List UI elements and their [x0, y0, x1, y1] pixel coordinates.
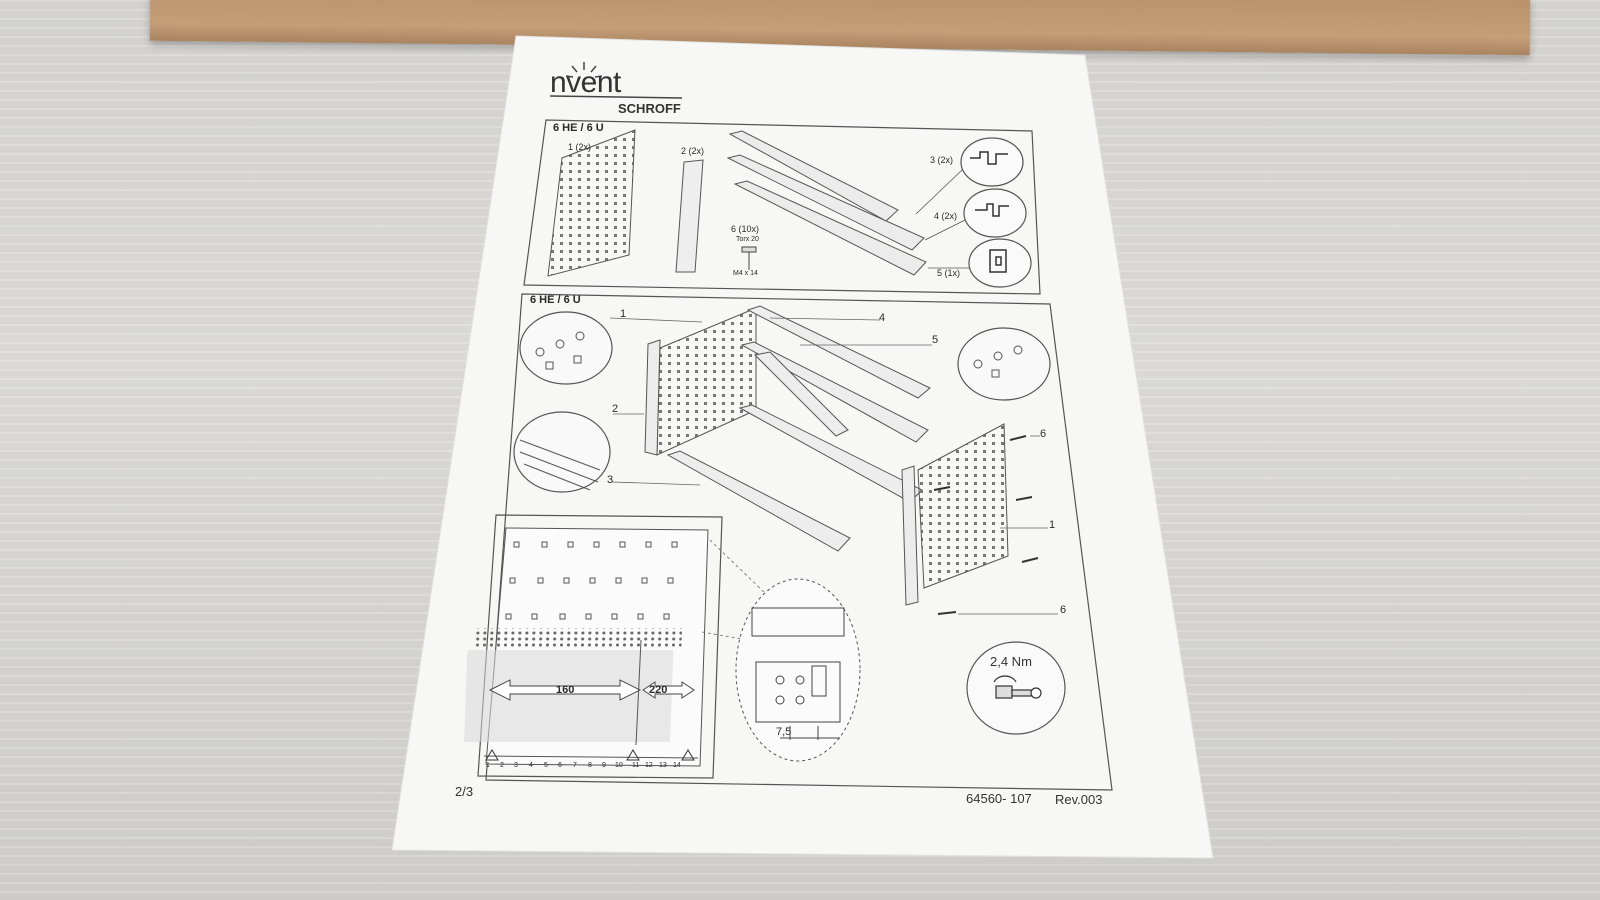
callout-6-top: 6 — [1040, 428, 1047, 440]
page-number: 2/3 — [455, 784, 474, 799]
detail-ellipse — [735, 578, 861, 762]
part-3-label: 3 (2x) — [930, 155, 954, 165]
hp-8: 8 — [588, 762, 592, 769]
part-2-label: 2 (2x) — [681, 146, 705, 156]
brand-logo: nvent — [550, 66, 621, 99]
hp-7: 7 — [573, 762, 577, 769]
angle-bar-part — [675, 159, 704, 273]
callout-3: 3 — [607, 474, 614, 486]
profile-detail-circles — [960, 137, 1032, 288]
profile-shapes — [970, 151, 1009, 273]
brand-sub-label: SCHROFF — [618, 101, 681, 116]
hp-4: 4 — [529, 762, 533, 769]
magnifier-details — [519, 331, 1023, 491]
callout-1-top: 1 — [620, 308, 627, 320]
hp-6: 6 — [558, 762, 562, 769]
assembled-rails — [666, 305, 931, 552]
hp-11: 11 — [632, 762, 640, 769]
front-view-square-holes — [505, 541, 678, 620]
dimension-220: 220 — [649, 684, 668, 696]
hp-1: 1 — [486, 762, 490, 769]
callout-6-bottom: 6 — [1060, 604, 1067, 616]
screw-part-icon — [741, 246, 757, 270]
logo-spark-icon — [565, 62, 603, 78]
torque-label: 2,4 Nm — [990, 654, 1032, 669]
side-panel-part — [547, 129, 636, 277]
part-6-label: 6 (10x) — [731, 224, 760, 234]
torque-circle — [966, 641, 1066, 735]
warning-triangle-icons — [485, 749, 695, 761]
hp-14: 14 — [673, 762, 681, 769]
assembly-leader-lines — [609, 317, 1058, 615]
dimension-arrows — [488, 679, 695, 701]
right-side-panel — [917, 423, 1009, 589]
detail-ellipse-drawing — [751, 607, 845, 740]
magnifier-circles — [513, 311, 1051, 493]
torque-screw-icon — [993, 675, 1042, 699]
detail-dimension: 7,5 — [776, 726, 792, 738]
hp-13: 13 — [659, 762, 667, 769]
part-6-drive: Torx 20 — [736, 236, 759, 243]
part-6-size: M4 x 14 — [733, 270, 758, 277]
module-area — [464, 650, 674, 742]
parts-box — [523, 119, 1041, 295]
parts-section-title: 6 HE / 6 U — [553, 122, 604, 134]
dimension-160: 160 — [556, 684, 575, 696]
hp-2: 2 — [500, 762, 504, 769]
part-4-label: 4 (2x) — [934, 211, 958, 221]
front-view-hole-row — [473, 628, 683, 648]
rails-parts — [726, 130, 927, 276]
hp-10: 10 — [615, 762, 623, 769]
hp-9: 9 — [602, 762, 606, 769]
leader-lines — [915, 169, 970, 269]
callout-1-right: 1 — [1049, 519, 1056, 531]
callout-4: 4 — [879, 312, 886, 324]
callout-5: 5 — [932, 334, 939, 346]
assembly-section-title: 6 HE / 6 U — [530, 294, 581, 306]
part-5-label: 5 (1x) — [937, 268, 961, 278]
hp-3: 3 — [514, 762, 518, 769]
fixing-screws — [933, 435, 1039, 615]
part-1-label: 1 (2x) — [568, 142, 592, 152]
callout-2: 2 — [612, 403, 619, 415]
document-number: 64560- 107 — [966, 791, 1032, 806]
hp-5: 5 — [544, 762, 548, 769]
hp-12: 12 — [645, 762, 653, 769]
revision-label: Rev.003 — [1055, 792, 1103, 807]
